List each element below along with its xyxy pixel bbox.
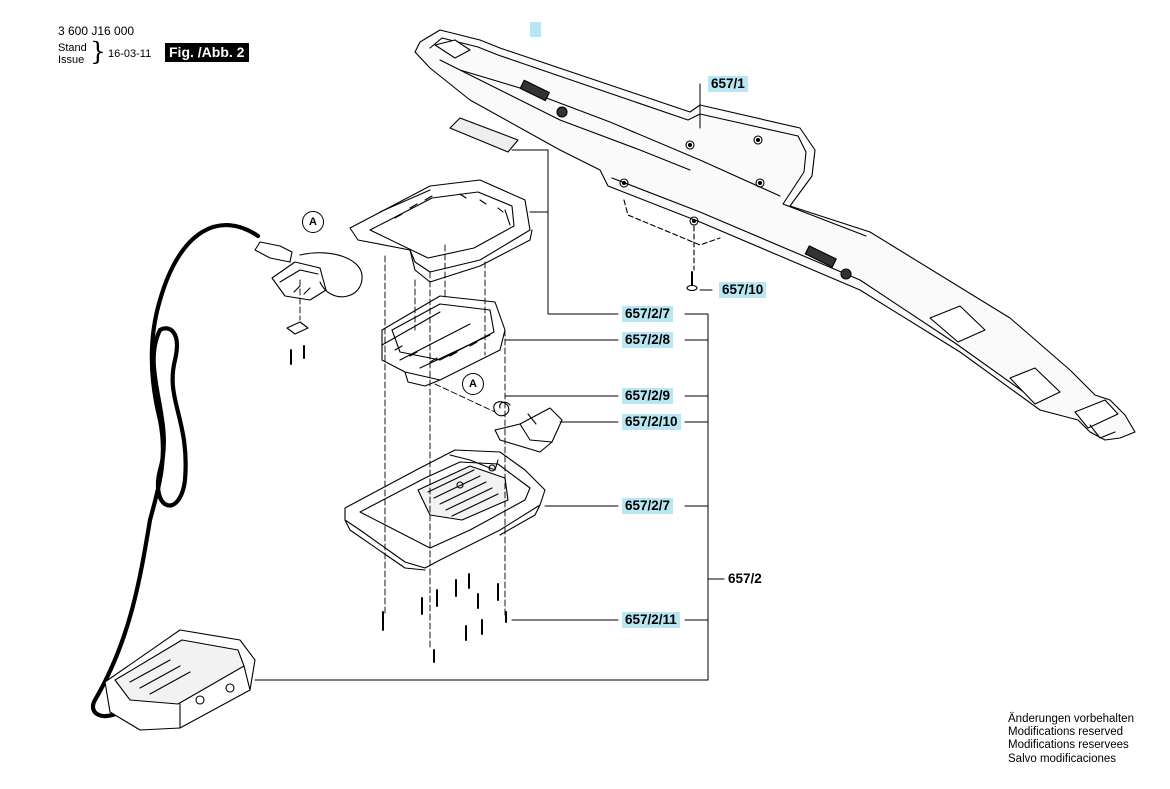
label-657-1: 657/1 xyxy=(708,76,748,92)
spring-clip-part xyxy=(493,401,511,417)
cable-loop xyxy=(151,326,188,508)
top-frame-part xyxy=(349,179,533,283)
note-line-es: Salvo modificaciones xyxy=(1008,752,1117,765)
screw-657-10 xyxy=(686,271,698,292)
brace-glyph: } xyxy=(90,37,106,66)
label-patch xyxy=(449,117,519,153)
label-657-2-8: 657/2/8 xyxy=(622,332,674,348)
modifications-note: Änderungen vorbehalten Modifications res… xyxy=(1008,713,1134,766)
strap-part xyxy=(414,29,1136,441)
note-line-en: Modifications reserved xyxy=(1008,726,1124,739)
battery-pack-part xyxy=(104,629,256,731)
label-657-2-7-top: 657/2/7 xyxy=(622,306,674,322)
small-clip-part xyxy=(286,321,309,335)
callout-a-middle: A xyxy=(462,373,484,395)
screw-set xyxy=(290,345,507,663)
label-657-2-9: 657/2/9 xyxy=(622,388,674,404)
note-line-fr: Modifications reservees xyxy=(1008,739,1129,752)
leader-lines xyxy=(254,83,725,681)
assembly-lines xyxy=(299,244,506,651)
base-housing-part xyxy=(344,449,546,571)
highlight-marker xyxy=(530,22,541,37)
label-657-2-10: 657/2/10 xyxy=(622,414,681,430)
connector-part xyxy=(254,241,363,301)
figure-tag: Fig. /Abb. 2 xyxy=(165,43,250,62)
label-657-2-11: 657/2/11 xyxy=(622,612,680,628)
label-657-10: 657/10 xyxy=(719,282,767,298)
latch-part xyxy=(494,407,563,453)
issue-label: Issue xyxy=(58,54,85,66)
issue-date: 16-03-11 xyxy=(108,48,152,60)
stand-issue-label: Stand Issue xyxy=(58,42,87,66)
label-657-2-7-bottom: 657/2/7 xyxy=(622,498,674,514)
document-number: 3 600 J16 000 xyxy=(58,24,135,38)
label-657-2: 657/2 xyxy=(728,571,762,586)
cassette-part xyxy=(381,295,506,387)
note-line-de: Änderungen vorbehalten xyxy=(1008,713,1134,725)
stand-label: Stand xyxy=(58,42,87,54)
callout-a-top: A xyxy=(302,211,324,233)
